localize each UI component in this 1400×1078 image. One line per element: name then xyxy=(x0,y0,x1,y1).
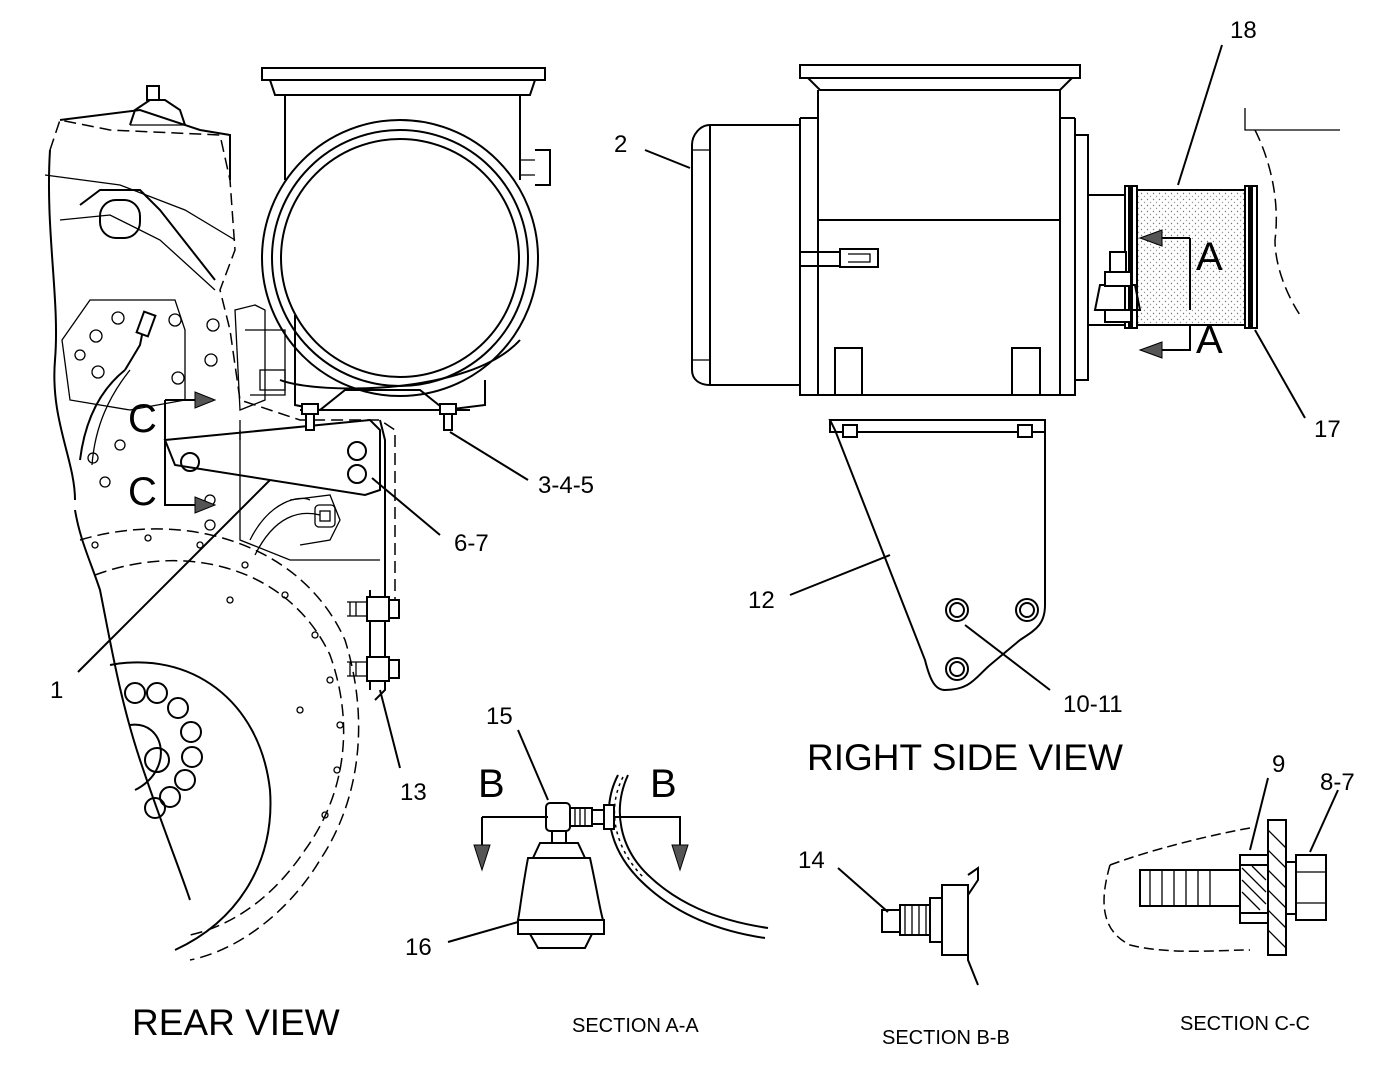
section-a-label-lower: A xyxy=(1196,318,1223,362)
callout-8-7: 8-7 xyxy=(1320,769,1355,796)
section-a-markers: A A xyxy=(1138,229,1223,362)
rear-view xyxy=(44,67,551,961)
callout-13: 13 xyxy=(400,779,427,806)
callout-15: 15 xyxy=(486,703,513,730)
section-c-label-upper: C xyxy=(128,397,157,441)
leader-lines xyxy=(77,44,1339,943)
section-a-label-upper: A xyxy=(1196,235,1223,279)
callout-2: 2 xyxy=(614,131,627,158)
callout-17: 17 xyxy=(1314,416,1341,443)
rear-view-title: REAR VIEW xyxy=(132,1002,340,1043)
section-c-c-title: SECTION C-C xyxy=(1180,1013,1310,1035)
callout-3-4-5: 3-4-5 xyxy=(538,472,594,499)
callout-10-11: 10-11 xyxy=(1063,691,1123,718)
section-c-c xyxy=(1103,819,1327,956)
callout-6-7: 6-7 xyxy=(454,530,489,557)
section-c-markers: C C xyxy=(128,391,217,514)
section-a-a: B B xyxy=(473,762,769,949)
callout-numbers: 1 2 3-4-5 6-7 10-11 12 13 14 15 16 17 18… xyxy=(50,17,1355,961)
right-side-view xyxy=(691,64,1340,692)
callout-12: 12 xyxy=(748,587,775,614)
callout-14: 14 xyxy=(798,847,825,874)
section-b-label-right: B xyxy=(650,762,677,806)
callout-16: 16 xyxy=(405,934,432,961)
section-b-label-left: B xyxy=(478,762,505,806)
callout-18: 18 xyxy=(1230,17,1257,44)
right-side-view-title: RIGHT SIDE VIEW xyxy=(807,737,1123,778)
callout-9: 9 xyxy=(1272,751,1285,778)
section-b-b-title: SECTION B-B xyxy=(882,1027,1010,1049)
callout-1: 1 xyxy=(50,677,63,704)
section-b-b xyxy=(881,866,979,986)
section-c-label-lower: C xyxy=(128,470,157,514)
view-titles: REAR VIEW RIGHT SIDE VIEW SECTION A-A SE… xyxy=(132,737,1310,1049)
section-a-a-title: SECTION A-A xyxy=(572,1015,699,1037)
